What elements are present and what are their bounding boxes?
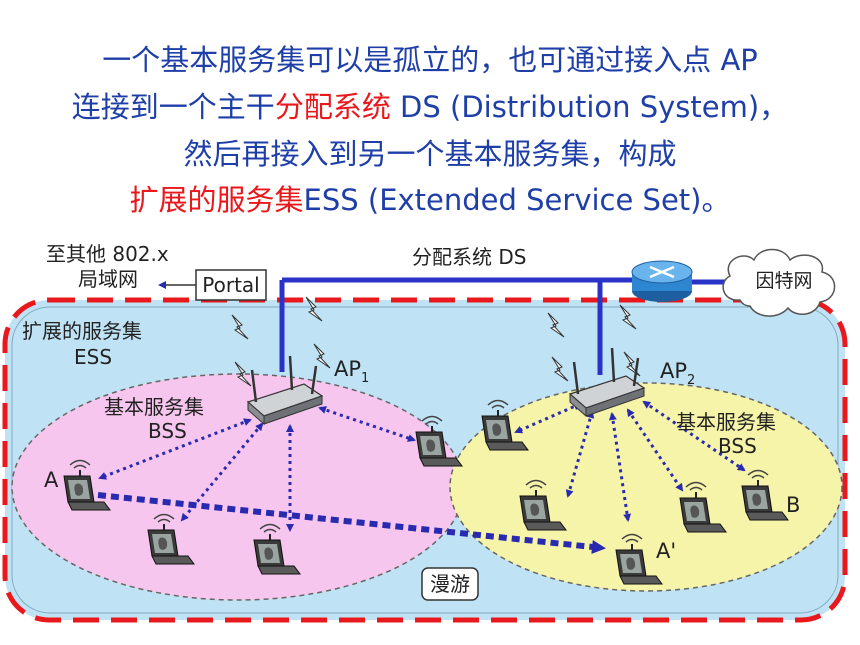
bss-1-label-line-1: 基本服务集 xyxy=(104,395,204,419)
title-line-2-suffix: DS (Distribution System)， xyxy=(390,90,789,124)
title-ess-highlight: 扩展的服务集 xyxy=(129,183,304,217)
other-lan-label-line-1: 至其他 802.x xyxy=(46,242,169,266)
title-line-4-suffix: ESS (Extended Service Set)。 xyxy=(303,183,731,217)
ess-inner-edge xyxy=(11,306,839,614)
title-line-3: 然后再接入到另一个基本服务集，构成 xyxy=(183,137,677,171)
bss-1-label-line-2: BSS xyxy=(148,419,187,443)
title-line-2-prefix: 连接到一个主干 xyxy=(71,90,275,124)
ap1-label-sub: 1 xyxy=(361,371,369,386)
station-a-prime-label: A' xyxy=(656,539,676,563)
station-a-label: A xyxy=(44,468,59,492)
title-line-4: 扩展的服务集ESS (Extended Service Set)。 xyxy=(0,180,860,220)
ap1-label: AP1 xyxy=(334,357,369,386)
roaming-label: 漫游 xyxy=(430,572,470,596)
portal-label: Portal xyxy=(202,273,259,297)
bss-2-label-line-2: BSS xyxy=(718,434,757,458)
other-lan-label-line-2: 局域网 xyxy=(78,267,138,291)
ap1-label-main: AP xyxy=(334,357,361,381)
ap2-label-main: AP xyxy=(660,359,687,383)
title-line-2: 连接到一个主干分配系统 DS (Distribution System)， xyxy=(0,87,860,127)
title-line-1: 一个基本服务集可以是孤立的，也可通过接入点 AP xyxy=(102,43,758,77)
title-distribution-system-highlight: 分配系统 xyxy=(274,90,391,124)
roaming-arrow xyxy=(97,492,606,554)
bss-2-area xyxy=(449,382,843,592)
bss-2-label-line-1: 基本服务集 xyxy=(676,410,776,434)
ess-label-line-2: ESS xyxy=(74,345,112,369)
internet-label: 因特网 xyxy=(755,270,812,292)
ds-label: 分配系统 DS xyxy=(412,245,526,269)
wireless-links xyxy=(98,400,746,532)
cloud-icon xyxy=(722,248,836,317)
ess-label-line-1: 扩展的服务集 xyxy=(22,319,142,343)
roaming-callout xyxy=(421,567,479,601)
ess-diagram: 因特网 Portal 至其他 802.x 局域网 分配系统 DS 扩展的服务集 … xyxy=(2,242,848,623)
router-icon xyxy=(631,260,693,302)
portal-box xyxy=(195,269,267,301)
ap2-label: AP2 xyxy=(660,359,695,388)
ap2-label-sub: 2 xyxy=(687,373,695,388)
station-b-label: B xyxy=(786,493,800,517)
